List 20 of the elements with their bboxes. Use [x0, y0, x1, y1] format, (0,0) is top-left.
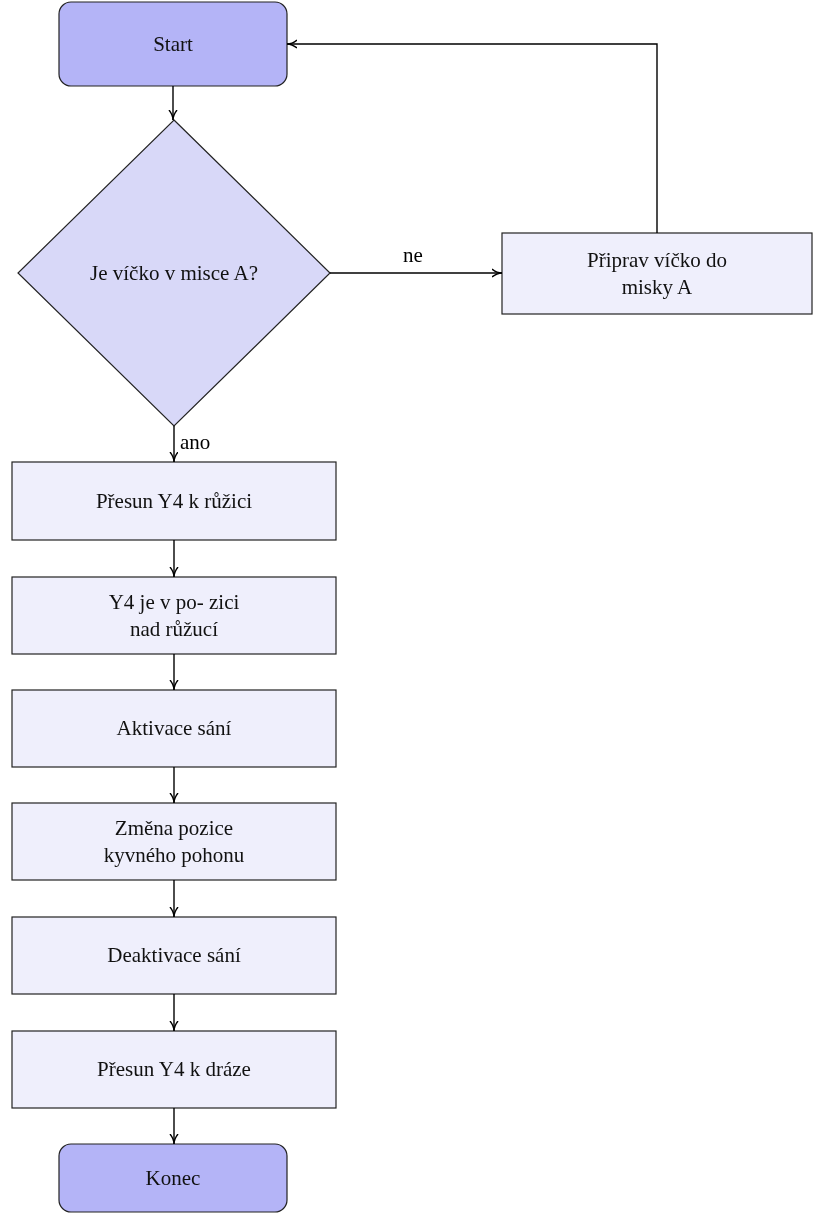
process-box: [11, 461, 337, 541]
process-box: [11, 689, 337, 768]
node-text: Aktivace sání: [116, 715, 232, 742]
process-box: [11, 1030, 337, 1109]
node-text: Přesun Y4 k růžici: [95, 487, 253, 515]
node-text: Změna pozice kyvného pohonu: [102, 814, 246, 869]
process-box: [11, 576, 337, 655]
node-text: Deaktivace sání: [107, 942, 241, 969]
process-box: [11, 802, 337, 881]
node-text: Konec: [145, 1164, 201, 1192]
decision-diamond: [17, 119, 331, 427]
process-box: [11, 916, 337, 995]
node-text: Y4 je v po- zici nad růžucí: [107, 588, 241, 643]
terminal-box: [58, 1, 288, 87]
process-box: [501, 232, 813, 315]
node-text: Připrav víčko do misky A: [587, 246, 727, 301]
node-text: Start: [153, 30, 193, 58]
terminal-box: [58, 1143, 288, 1213]
node-text: Je víčko v misce A?: [90, 259, 258, 287]
node-text: Přesun Y4 k dráze: [97, 1056, 251, 1083]
